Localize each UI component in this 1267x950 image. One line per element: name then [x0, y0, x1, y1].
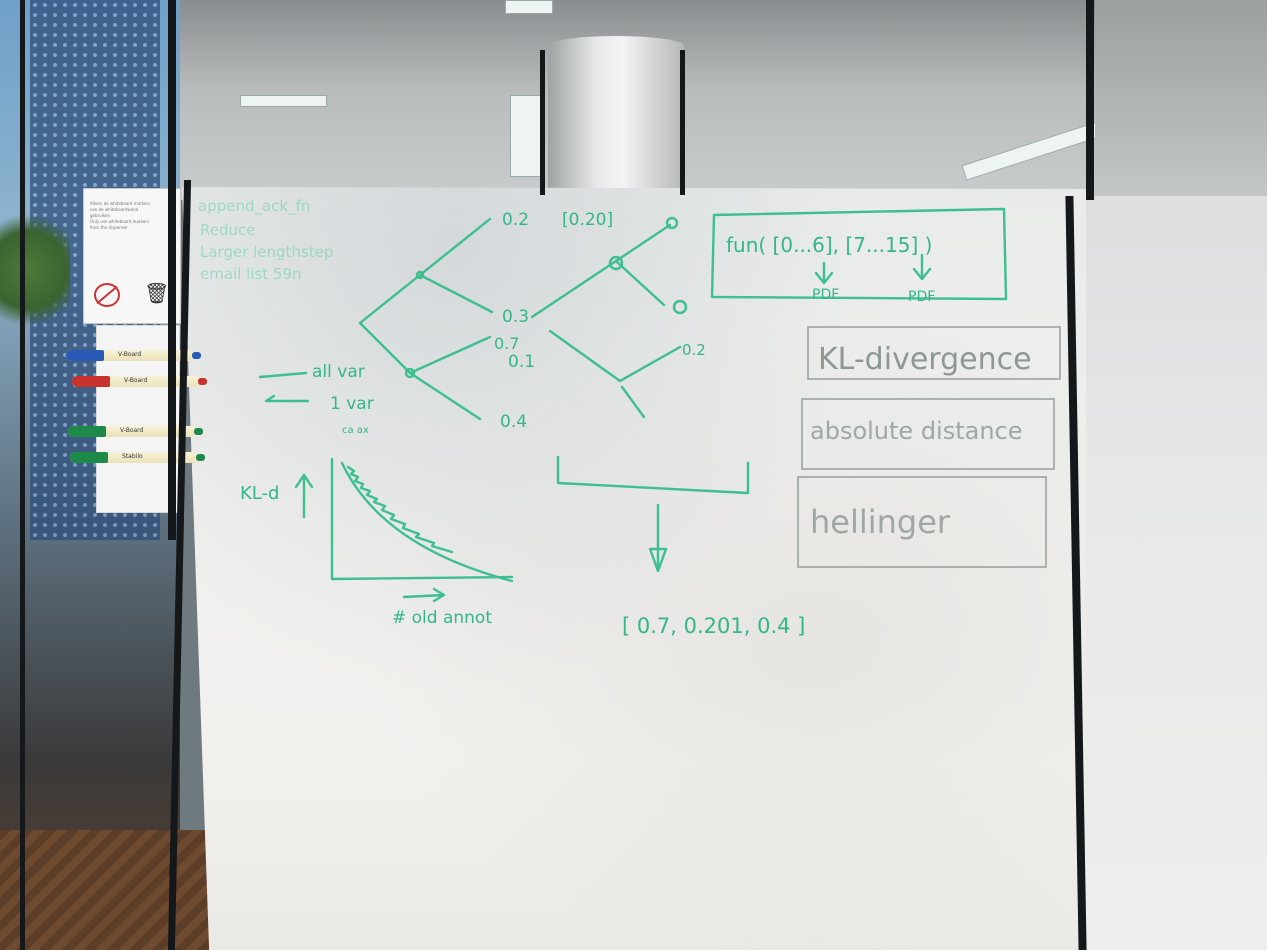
ylabel-arrow	[294, 473, 314, 519]
tree-edge	[408, 371, 482, 421]
plot-curve-smooth	[340, 461, 514, 583]
glass-partition	[1095, 0, 1267, 198]
tree-node	[672, 299, 688, 315]
marker-label: Stabilo	[122, 453, 143, 460]
bracket	[556, 455, 750, 495]
tree-node	[404, 367, 416, 379]
tree-edge	[614, 259, 666, 307]
plot-curve-noisy	[346, 465, 454, 554]
tree-edge	[418, 273, 494, 314]
tree	[0, 205, 70, 335]
result-vector: [ 0.7, 0.201, 0.4 ]	[622, 614, 805, 638]
notice-line: Only use whiteboard markers	[90, 219, 149, 224]
pointer-stroke	[258, 371, 308, 379]
adjacent-whiteboard	[1080, 196, 1267, 950]
metric-item: KL-divergence	[818, 342, 1032, 377]
tree-edge	[358, 321, 492, 375]
leaf-value: 0.3	[502, 307, 529, 327]
glass-frame	[168, 0, 176, 540]
tree-diagram: 0.2 [0.20] 0.3 0.7 0.1 0.4 0.2 all var 1…	[258, 210, 750, 573]
leaf-value: 0.7	[494, 334, 519, 353]
whiteboard: append_ack_fn Reduce Larger lengthstep e…	[182, 187, 1086, 950]
ghost-note: Reduce	[200, 221, 255, 239]
tree-root-label: all var	[312, 362, 365, 382]
marker-cap	[72, 376, 110, 387]
glass-frame	[1086, 0, 1094, 200]
marker-cap	[68, 426, 106, 437]
ceiling-light	[505, 0, 553, 14]
marker-label: V-Board	[120, 427, 144, 434]
tree-node	[415, 270, 425, 280]
marker-blue[interactable]: V-Board	[66, 350, 201, 361]
plot-ylabel: KL-d	[240, 483, 279, 504]
metric-list: KL-divergence absolute distance hellinge…	[797, 326, 1061, 568]
leaf-value: 0.2	[502, 210, 529, 230]
tree-edge	[548, 329, 682, 383]
ceiling-light	[240, 95, 327, 107]
function-arrow	[814, 261, 834, 285]
whiteboard-drawing: append_ack_fn Reduce Larger lengthstep e…	[198, 197, 1061, 638]
ghost-notes: append_ack_fn Reduce Larger lengthstep e…	[198, 197, 333, 283]
function-output: PDF	[908, 289, 935, 305]
notice-line: van de whiteboardwand	[90, 207, 139, 212]
marker-tip	[196, 454, 205, 461]
marker-label: V-Board	[124, 377, 148, 384]
notice-line: Alleen de whiteboard markers	[90, 201, 151, 206]
xlabel-arrow	[402, 587, 446, 603]
glass-frame	[20, 0, 25, 950]
leaf-value: 0.1	[508, 352, 535, 372]
marker-green-stabilo[interactable]: Stabilo	[70, 452, 205, 463]
down-arrow	[648, 503, 668, 573]
leaf-value: 0.4	[500, 412, 527, 432]
ghost-note: email list 59n	[200, 265, 302, 283]
tree-root-label: 1 var	[330, 394, 374, 414]
ghost-note: Larger lengthstep	[200, 243, 333, 261]
tree-edge	[530, 223, 672, 319]
plot-xlabel: # old annot	[392, 608, 492, 628]
wood-floor	[0, 830, 215, 950]
kl-plot: KL-d # old annot	[240, 457, 514, 628]
pointer-arrow	[264, 394, 310, 403]
metric-item: hellinger	[810, 503, 951, 541]
marker-cap	[70, 452, 108, 463]
plot-axes	[330, 457, 514, 581]
marker-green[interactable]: V-Board	[68, 426, 203, 437]
marker-cap	[66, 350, 104, 361]
leaf-value: [0.20]	[562, 210, 613, 230]
waste-bin-icon: 🗑	[144, 281, 170, 305]
metric-box	[797, 476, 1047, 568]
pillar	[548, 36, 684, 196]
marker-red[interactable]: V-Board	[72, 376, 207, 387]
no-disposal-sign-icon	[94, 283, 120, 307]
glass-frame	[680, 50, 685, 195]
tree-edge	[358, 217, 492, 325]
marker-label: V-Board	[118, 351, 142, 358]
marker-tip	[192, 352, 201, 359]
metric-box	[801, 398, 1055, 470]
tree-node	[608, 255, 624, 271]
leaf-value: 0.2	[682, 341, 706, 359]
tree-node	[665, 216, 679, 230]
marker-notice: Alleen de whiteboard markers van de whit…	[83, 188, 181, 324]
function-text: fun( [0...6], [7...15] )	[726, 233, 932, 257]
ghost-note: append_ack_fn	[198, 197, 310, 216]
notice-line: from the dispenser	[90, 225, 128, 230]
metric-box	[807, 326, 1061, 380]
marker-tip	[198, 378, 207, 385]
function-output: PDF	[812, 287, 839, 303]
marker-tip	[194, 428, 203, 435]
function-box-outline	[710, 207, 1008, 301]
tree-edge	[620, 385, 646, 419]
ceiling-light	[510, 95, 542, 177]
function-arrow	[912, 253, 932, 281]
metric-item: absolute distance	[810, 417, 1023, 445]
notice-line: gebruiken	[90, 213, 110, 218]
glass-frame	[540, 50, 545, 195]
function-box: fun( [0...6], [7...15] ) PDF PDF	[710, 207, 1008, 305]
tree-subnote: ca ax	[342, 425, 369, 436]
